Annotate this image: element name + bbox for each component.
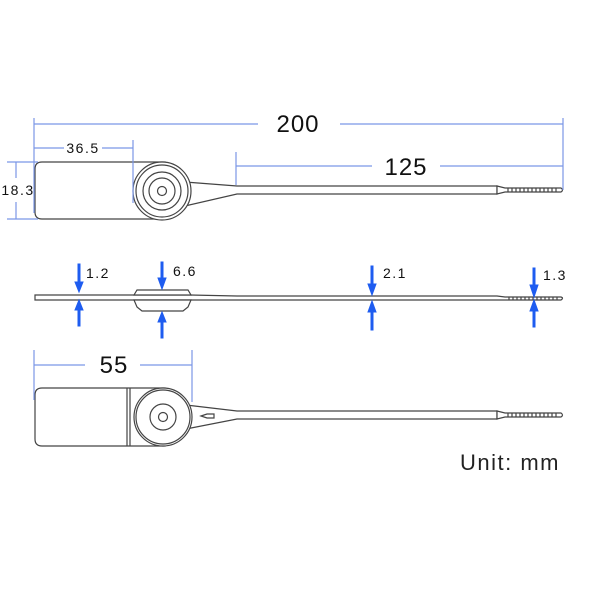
- arrow-2-1: [367, 265, 377, 331]
- dim-200-label: 200: [276, 111, 319, 138]
- dim-36-5-line: [34, 140, 134, 203]
- dim-55-line: [33, 350, 193, 402]
- dim-18-3-line: [7, 161, 38, 220]
- arrow-1-2: [74, 263, 84, 327]
- dim-55-label: 55: [100, 352, 129, 379]
- serrated-tip-2: [496, 410, 564, 420]
- dim-18-3-label: 18.3: [1, 182, 34, 198]
- hub-top: [132, 289, 193, 296]
- lock-hub: [132, 161, 192, 221]
- side-view: 1.2 6.6 2.1 1.3: [34, 261, 567, 339]
- bottom-view: 55: [33, 350, 564, 447]
- tag-divider: [126, 388, 131, 446]
- thickness-arrows: [74, 261, 539, 339]
- dim-36-5-label: 36.5: [66, 140, 99, 156]
- hub-bottom: [133, 299, 192, 312]
- arrow-mark: [199, 413, 215, 419]
- top-view: 200 36.5 18.3 125: [1, 111, 564, 221]
- dim-125-label: 125: [384, 154, 427, 181]
- dim-200-line: [33, 118, 564, 213]
- dim-125-line: [235, 152, 563, 185]
- dim-6-6-label: 6.6: [173, 263, 197, 279]
- strap: [184, 181, 498, 207]
- dim-1-2-label: 1.2: [86, 265, 110, 281]
- strap-2: [185, 404, 498, 430]
- tag-body-2: [34, 387, 166, 447]
- lock-hub-2: [133, 387, 193, 447]
- strap-side: [34, 294, 564, 301]
- dim-1-3-label: 1.3: [543, 267, 567, 283]
- unit-label: Unit: mm: [460, 450, 560, 475]
- serrated-tip: [496, 185, 564, 195]
- serration: [507, 188, 557, 192]
- dim-2-1-label: 2.1: [383, 265, 407, 281]
- arrow-1-3: [529, 267, 539, 328]
- arrow-6-6: [157, 261, 167, 339]
